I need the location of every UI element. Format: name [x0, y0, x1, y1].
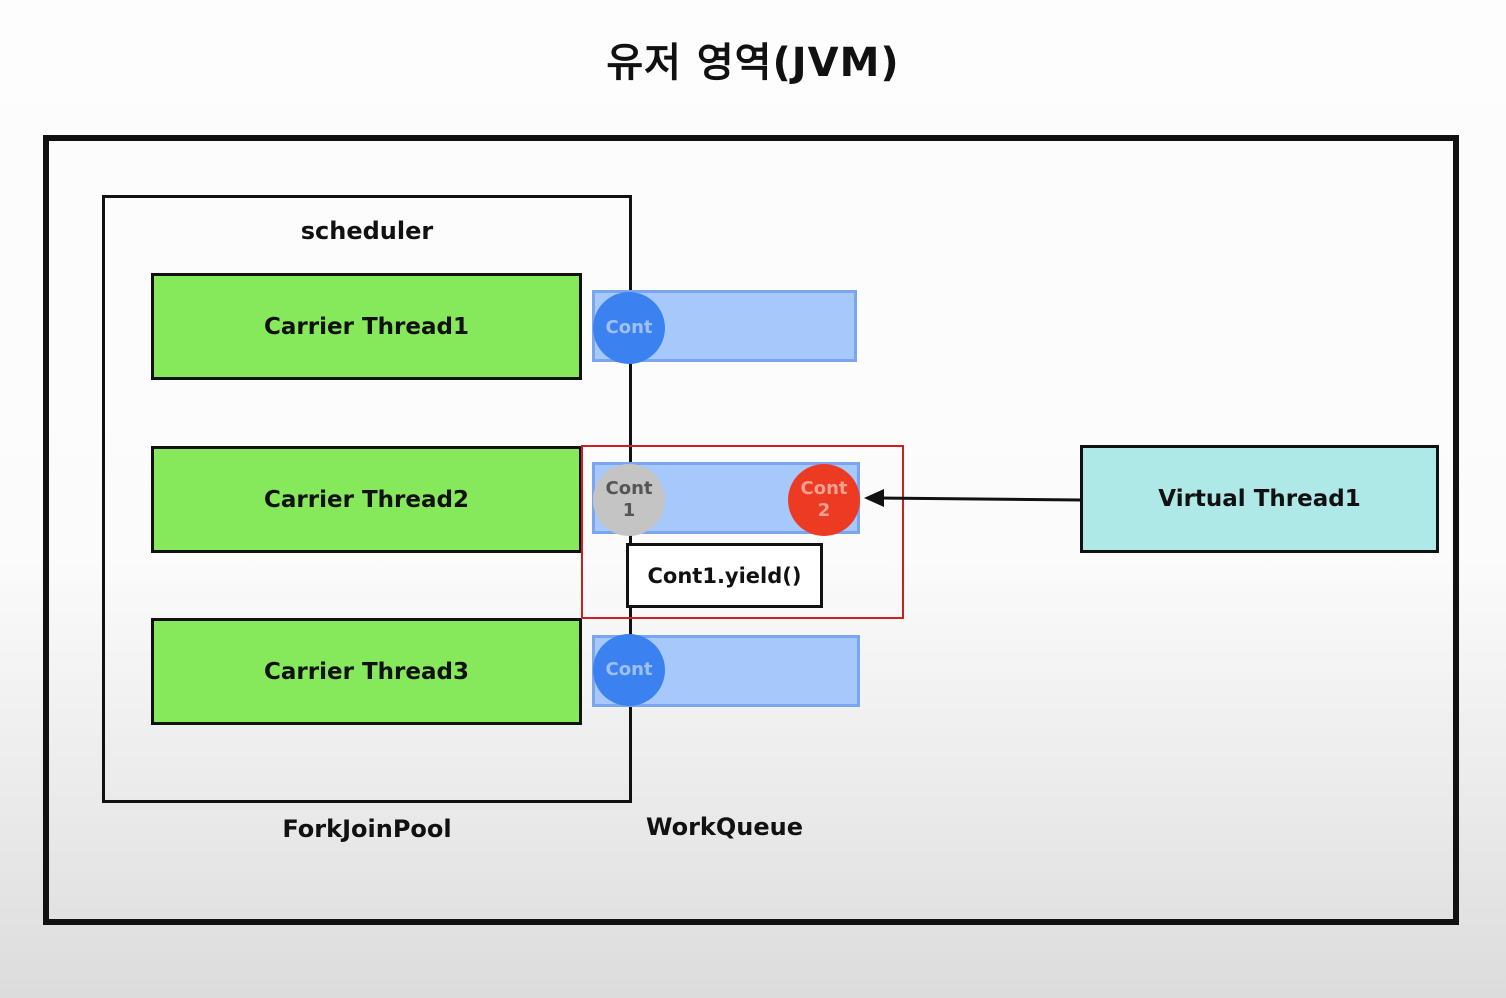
carrier-thread-1: Carrier Thread1	[151, 273, 582, 380]
continuation-circle: Cont	[593, 292, 665, 364]
diagram-title: 유저 영역(JVM)	[606, 40, 900, 86]
workqueue-label: WorkQueue	[645, 813, 804, 841]
cont-label: Cont	[605, 659, 653, 680]
yield-call-box: Cont1.yield()	[626, 543, 823, 608]
scheduler-label: scheduler	[300, 217, 434, 245]
cont2-label-line1: Cont	[800, 478, 848, 499]
jvm-user-area-box	[43, 135, 1459, 925]
continuation-1-circle: Cont 1	[593, 464, 665, 536]
continuation-2-circle: Cont 2	[788, 464, 860, 536]
arrow-head	[864, 489, 884, 507]
cont1-label-line2: 1	[622, 500, 636, 521]
yield-highlight-frame	[581, 445, 904, 619]
arrow-line	[881, 496, 1083, 502]
cont2-label-line2: 2	[817, 500, 831, 521]
carrier-thread-3: Carrier Thread3	[151, 618, 582, 725]
carrier-thread-2: Carrier Thread2	[151, 446, 582, 553]
virtual-thread-1: Virtual Thread1	[1080, 445, 1439, 553]
cont-label: Cont	[605, 317, 653, 338]
continuation-circle: Cont	[593, 634, 665, 706]
cont1-label-line1: Cont	[605, 478, 653, 499]
mount-arrow	[864, 489, 1083, 507]
forkjoinpool-label: ForkJoinPool	[282, 815, 452, 843]
